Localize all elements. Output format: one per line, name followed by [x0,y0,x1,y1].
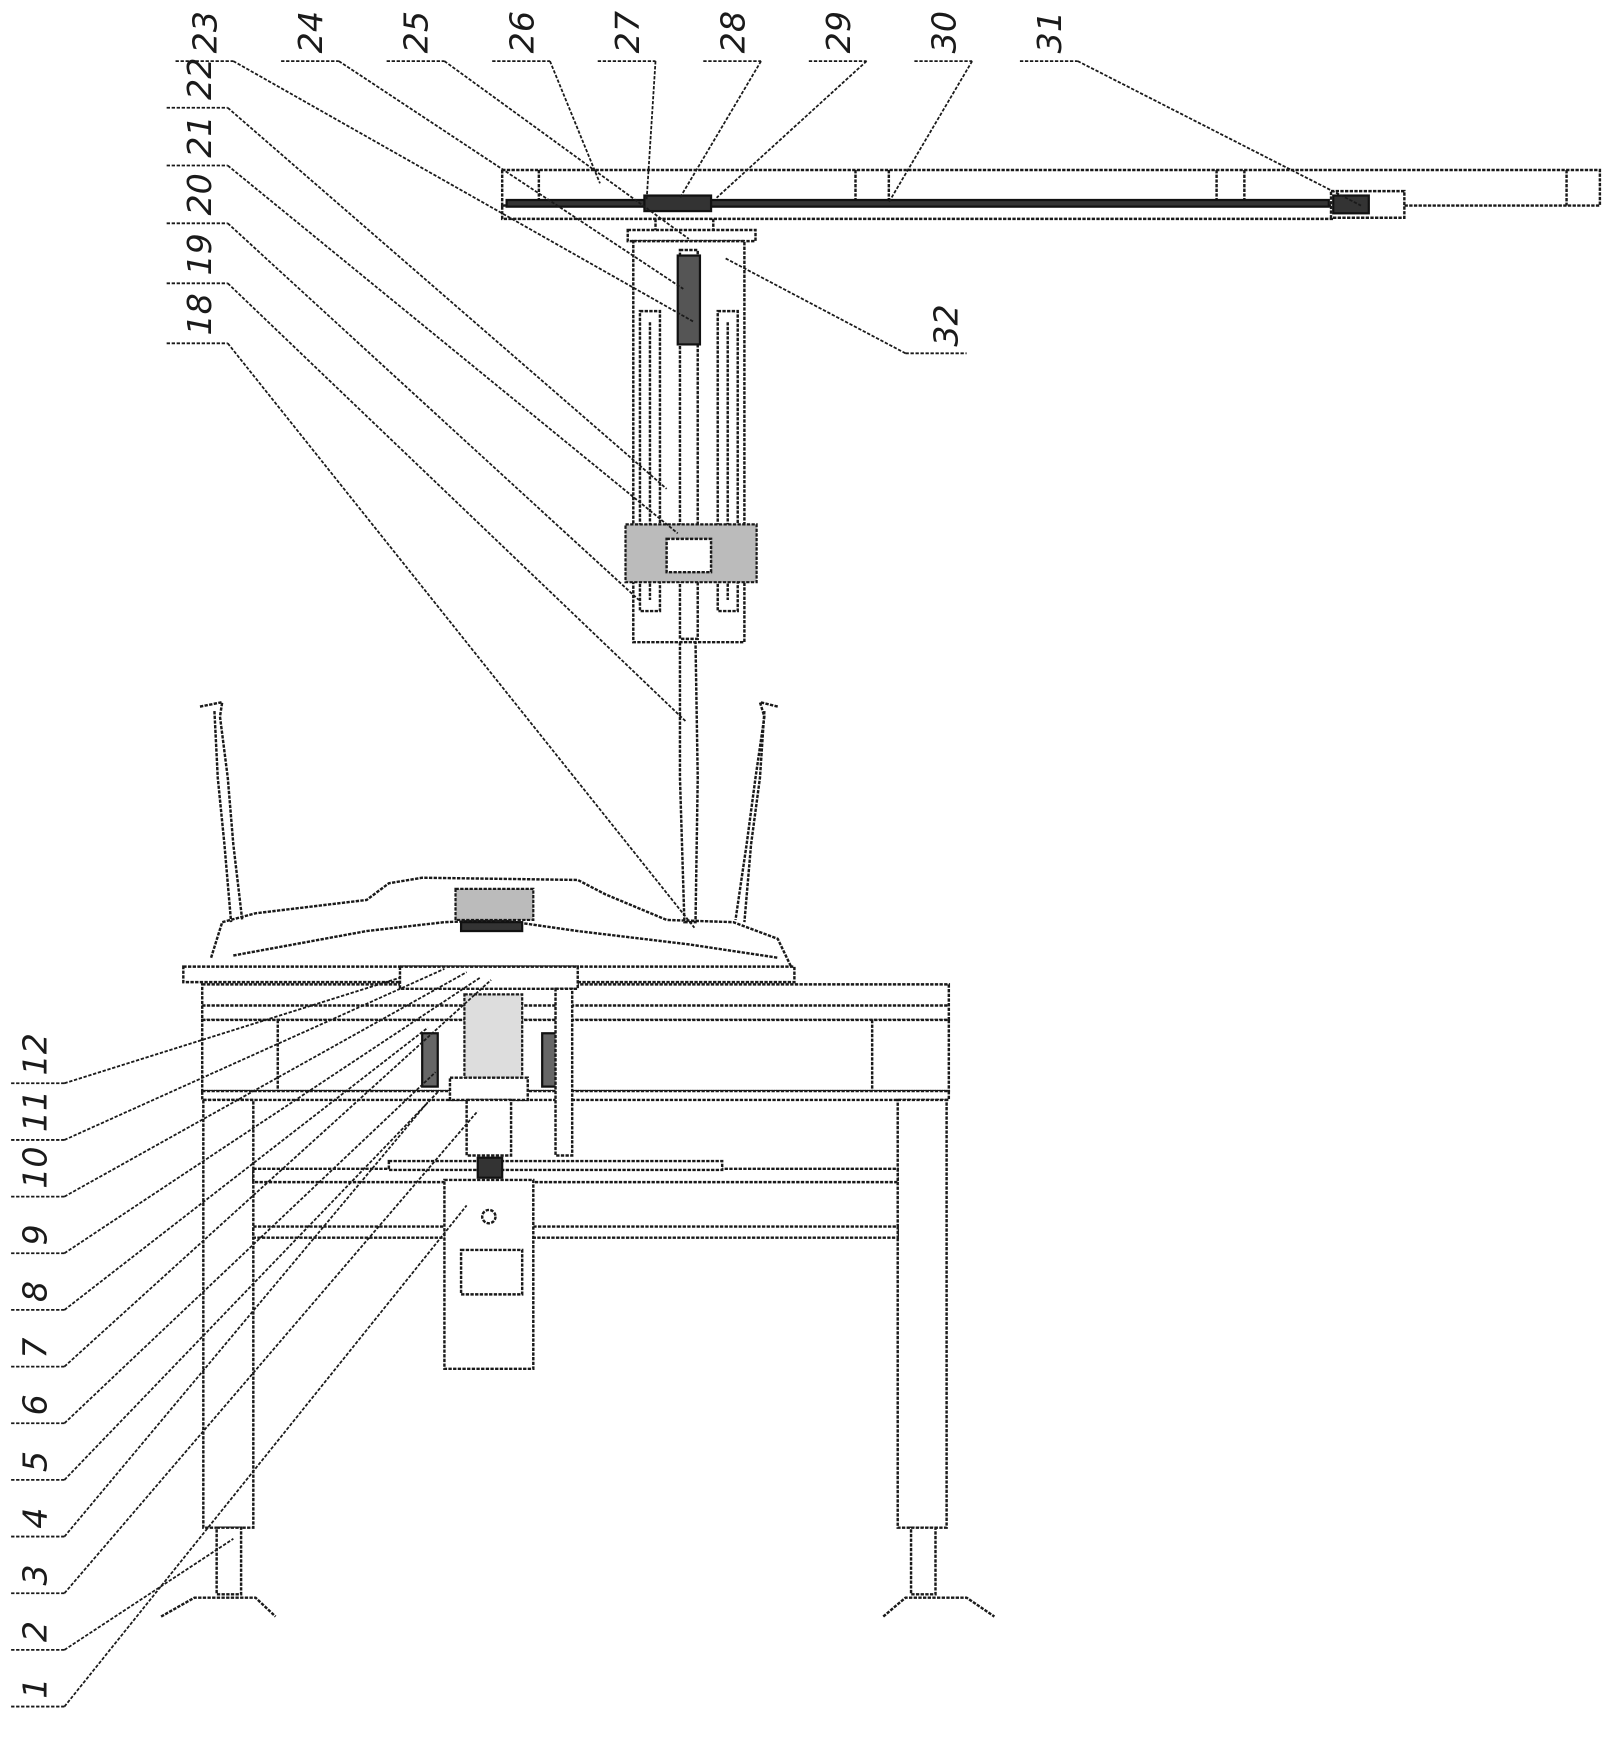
label-text: 26 [502,11,541,53]
label-32: 32 [724,258,966,354]
label-22: 22 [167,58,667,489]
label-text: 24 [291,11,330,53]
wheel-rim [200,702,791,966]
label-23: 23 [176,11,695,322]
label-text: 18 [180,293,219,335]
label-2: 2 [11,1539,233,1650]
machine-drawing [161,170,1600,1617]
label-text: 11 [16,1090,55,1132]
label-text: 30 [924,11,963,53]
label-text: 25 [397,11,436,53]
top-guide-rail [502,170,1600,230]
label-text: 5 [16,1451,55,1472]
top-labels: 23 24 25 26 27 28 29 30 31 [176,11,1361,322]
label-text: 12 [16,1033,55,1075]
label-text: 8 [16,1281,55,1302]
label-text: 4 [16,1508,55,1529]
label-text: 2 [16,1621,55,1642]
label-text: 32 [927,304,966,346]
label-text: 9 [16,1224,55,1245]
label-text: 3 [16,1564,55,1585]
label-text: 10 [16,1146,55,1188]
lifting-housing [626,230,757,922]
label-text: 31 [1030,11,1069,53]
label-text: 28 [713,11,752,53]
label-text: 1 [16,1678,55,1699]
label-text: 22 [180,58,219,100]
label-text: 27 [608,11,647,53]
label-text: 6 [16,1394,55,1415]
label-20: 20 [167,173,639,600]
label-text: 21 [180,115,219,157]
label-text: 23 [186,11,225,53]
label-text: 19 [180,233,219,275]
label-text: 29 [819,11,858,53]
work-table [161,967,994,1617]
label-18: 18 [167,293,695,928]
label-26: 26 [492,11,600,183]
label-text: 7 [16,1338,55,1359]
label-text: 20 [180,173,219,215]
